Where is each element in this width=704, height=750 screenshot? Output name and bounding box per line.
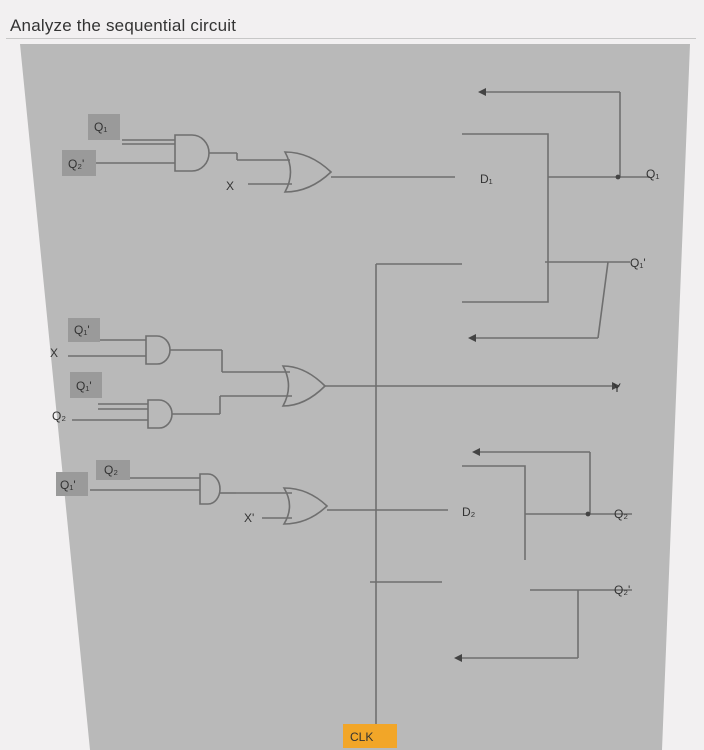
arrow-y: [612, 382, 620, 390]
diagram-panel: [20, 44, 690, 750]
flip-flop-1: [462, 133, 549, 303]
label-and3-in-bot: Q₂: [52, 409, 66, 423]
page-title: Analyze the sequential circuit: [10, 16, 237, 35]
label-x-mid: X: [50, 346, 58, 360]
title-divider: [6, 38, 696, 39]
label-and2-in-top: Q₁': [74, 323, 90, 337]
or-gate-1: [283, 151, 333, 193]
label-box-and3-top: [70, 372, 102, 398]
label-ff1-qbar: Q₁': [630, 256, 646, 270]
circuit-diagram: Q₁ Q₂' X D₁ Q₁ Q₁' Q₁' X Q₁' Q₂ Y Q₂ Q₁'…: [20, 44, 690, 750]
label-ff1-d: D₁: [480, 172, 493, 186]
label-and4-in-bot: Q₁': [60, 478, 76, 492]
label-or3-in: X': [244, 511, 254, 525]
label-box-and2-top: [68, 318, 100, 342]
label-and1-in-top: Q₁: [94, 120, 107, 134]
flip-flop-2: [462, 465, 526, 560]
label-box-and4-bot: [56, 472, 88, 496]
label-output-y: Y: [613, 381, 621, 395]
or-gate-2: [281, 365, 327, 407]
label-ff1-q: Q₁: [646, 167, 659, 181]
junction-q1: [615, 174, 621, 180]
wire-ff1-qbar-v: [597, 261, 609, 339]
arrow-ff1-qbar: [468, 334, 476, 342]
and-gate-1: [174, 134, 210, 172]
label-box-and1-top: [88, 114, 120, 140]
and-gate-3: [147, 399, 173, 429]
or-gate-3: [282, 487, 329, 525]
label-and1-in-bot: Q₂': [68, 157, 84, 171]
arrow-ff2-feedback: [472, 448, 480, 456]
and-gate-4: [199, 473, 221, 505]
junction-q2: [585, 511, 591, 517]
label-ff2-d: D₂: [462, 505, 476, 519]
label-box-and1-bot: [62, 150, 96, 176]
label-ff2-q: Q₂: [614, 507, 628, 521]
label-box-and4-top: [96, 460, 130, 480]
label-and3-in-top: Q₁': [76, 379, 92, 393]
clk-box: [343, 724, 397, 748]
and-gate-2: [145, 335, 171, 365]
arrow-ff2-qbar: [454, 654, 462, 662]
arrow-ff1-feedback: [478, 88, 486, 96]
label-clk: CLK: [350, 730, 373, 744]
label-ff2-qbar: Q₂': [614, 583, 630, 597]
label-and4-in-top: Q₂: [104, 463, 118, 477]
label-or1-in: X: [226, 179, 234, 193]
